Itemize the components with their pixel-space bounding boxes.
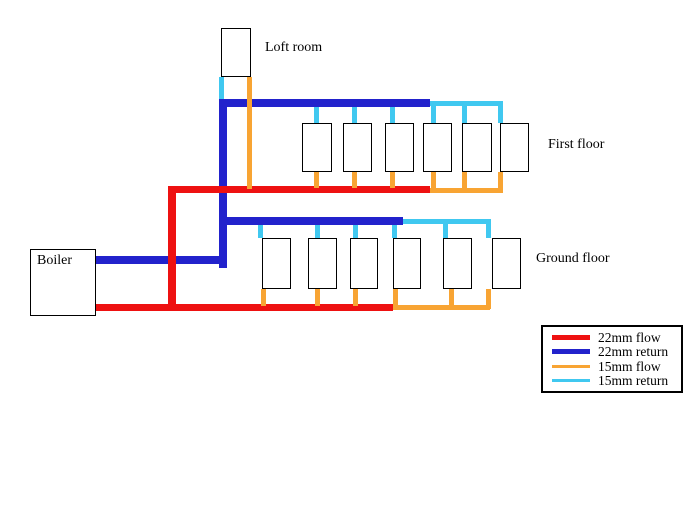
pipe-15mm-flow-gf-rad2 xyxy=(315,289,320,306)
first-floor-label: First floor xyxy=(548,137,605,152)
pipe-15mm-return-gf-rad5 xyxy=(443,221,448,238)
legend-label-22mm-flow: 22mm flow xyxy=(598,329,661,345)
pipe-15mm-flow-gf-extension xyxy=(393,305,490,310)
pipe-15mm-return-ff-rad3 xyxy=(390,107,395,123)
legend-label-15mm-return: 15mm return xyxy=(598,373,669,388)
pipe-15mm-flow-loft-drop xyxy=(247,77,252,189)
pipe-15mm-return-ff-rad6 xyxy=(498,101,503,123)
pipe-15mm-return-gf-rad6 xyxy=(486,219,491,238)
pipe-15mm-return-gf-rad3 xyxy=(353,225,358,238)
pipe-15mm-return-ff-rad5 xyxy=(462,104,467,123)
pipe-15mm-flow-gf-rad4 xyxy=(393,289,398,306)
pipe-15mm-return-gf-rad1 xyxy=(258,225,263,238)
pipe-22mm-return-first-floor xyxy=(219,99,430,107)
ground-floor-radiator-6 xyxy=(492,238,521,289)
pipe-15mm-flow-ff-rad3 xyxy=(390,172,395,188)
pipe-15mm-return-ff-rad2 xyxy=(352,107,357,123)
first-floor-radiator-4 xyxy=(423,123,452,172)
pipe-15mm-flow-gf-rad5 xyxy=(449,289,454,306)
loft-room-label: Loft room xyxy=(265,40,323,55)
pipe-15mm-flow-ff-rad6 xyxy=(498,172,503,193)
pipe-22mm-return-to-boiler xyxy=(96,256,227,264)
legend-label-15mm-flow: 15mm flow xyxy=(598,358,661,374)
ground-floor-radiator-5 xyxy=(443,238,472,289)
ground-floor-radiator-4 xyxy=(393,238,421,289)
legend-label-22mm-return: 22mm return xyxy=(598,344,669,359)
boiler-box xyxy=(30,249,96,316)
boiler-label: Boiler xyxy=(37,253,72,268)
pipe-15mm-return-gf-rad4 xyxy=(392,225,397,238)
first-floor-radiator-6 xyxy=(500,123,529,172)
loft-radiator xyxy=(221,28,251,77)
pipe-22mm-return-riser xyxy=(219,99,227,268)
pipe-15mm-flow-gf-rad6 xyxy=(486,289,491,309)
first-floor-radiator-3 xyxy=(385,123,414,172)
legend-swatch-15mm-return xyxy=(552,379,590,383)
first-floor-radiator-1 xyxy=(302,123,332,172)
legend-row-22mm-flow: 22mm flow xyxy=(552,330,681,344)
pipe-15mm-return-ff-rad4 xyxy=(431,104,436,123)
pipe-15mm-return-ff-extension xyxy=(430,101,503,106)
legend-row-22mm-return: 22mm return xyxy=(552,345,681,359)
pipe-15mm-flow-ff-rad2 xyxy=(352,172,357,188)
ground-floor-radiator-1 xyxy=(262,238,291,289)
first-floor-radiator-5 xyxy=(462,123,492,172)
pipe-15mm-return-gf-rad2 xyxy=(315,225,320,238)
pipe-15mm-flow-ff-rad1 xyxy=(314,172,319,188)
legend-swatch-22mm-return xyxy=(552,349,590,355)
legend-box: 22mm flow 22mm return 15mm flow 15mm ret… xyxy=(541,325,683,393)
ground-floor-radiator-2 xyxy=(308,238,337,289)
pipe-22mm-flow-ground-floor xyxy=(96,304,393,311)
pipe-22mm-return-ground-floor xyxy=(219,217,403,225)
legend-row-15mm-flow: 15mm flow xyxy=(552,359,681,373)
pipe-15mm-return-loft-drop xyxy=(219,77,224,99)
legend-swatch-15mm-flow xyxy=(552,364,590,368)
pipe-15mm-flow-gf-rad1 xyxy=(261,289,266,306)
first-floor-radiator-2 xyxy=(343,123,372,172)
pipe-15mm-flow-ff-rad4 xyxy=(431,172,436,190)
ground-floor-label: Ground floor xyxy=(536,251,610,266)
pipe-15mm-flow-gf-rad3 xyxy=(353,289,358,306)
legend-swatch-22mm-flow xyxy=(552,334,590,340)
pipe-15mm-return-ff-rad1 xyxy=(314,107,319,123)
ground-floor-radiator-3 xyxy=(350,238,378,289)
pipe-15mm-flow-ff-extension xyxy=(430,188,503,193)
legend-row-15mm-return: 15mm return xyxy=(552,374,681,388)
pipe-15mm-flow-ff-rad5 xyxy=(462,172,467,190)
pipe-22mm-flow-first-floor xyxy=(168,186,430,193)
pipe-22mm-flow-riser xyxy=(168,186,176,311)
